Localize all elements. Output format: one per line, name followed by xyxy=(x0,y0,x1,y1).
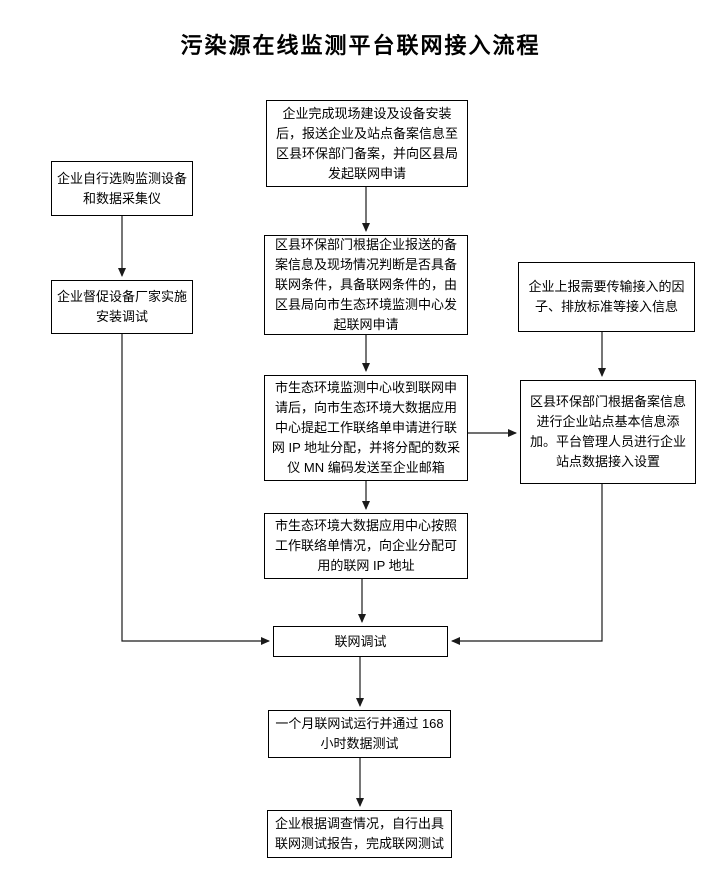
node-network-debug: 联网调试 xyxy=(273,626,448,657)
node-purchase-equipment-label: 企业自行选购监测设备和数据采集仪 xyxy=(57,170,188,206)
node-network-debug-label: 联网调试 xyxy=(334,633,387,649)
node-monitor-center-apply-label: 市生态环境监测中心收到联网申请后，向市生态环境大数据应用中心提起工作联络单申请进… xyxy=(271,380,461,475)
node-bigdata-assign-ip-label: 市生态环境大数据应用中心按照工作联络单情况，向企业分配可用的联网 IP 地址 xyxy=(274,518,457,573)
page-title: 污染源在线监测平台联网接入流程 xyxy=(180,33,541,58)
node-purchase-equipment: 企业自行选购监测设备和数据采集仪 xyxy=(51,161,193,216)
node-bigdata-assign-ip: 市生态环境大数据应用中心按照工作联络单情况，向企业分配可用的联网 IP 地址 xyxy=(264,513,468,579)
node-site-report-label: 企业完成现场建设及设备安装后，报送企业及站点备案信息至区县环保部门备案，并向区县… xyxy=(275,105,458,181)
node-county-judge-label: 区县环保部门根据企业报送的备案信息及现场情况判断是否具备联网条件，具备联网条件的… xyxy=(274,237,457,332)
node-report-factors: 企业上报需要传输接入的因子、排放标准等接入信息 xyxy=(518,262,695,332)
node-county-judge: 区县环保部门根据企业报送的备案信息及现场情况判断是否具备联网条件，具备联网条件的… xyxy=(264,235,468,335)
node-install-debug-vendor-label: 企业督促设备厂家实施安装调试 xyxy=(57,289,188,324)
node-station-setup-label: 区县环保部门根据备案信息进行企业站点基本信息添加。平台管理人员进行企业站点数据接… xyxy=(529,394,686,469)
node-trial-run: 一个月联网试运行并通过 168 小时数据测试 xyxy=(268,710,451,758)
connector-install-debug xyxy=(121,334,270,645)
node-report-factors-label: 企业上报需要传输接入的因子、排放标准等接入信息 xyxy=(528,279,685,314)
node-test-report-label: 企业根据调查情况，自行出具联网测试报告，完成联网测试 xyxy=(274,816,444,851)
node-monitor-center-apply: 市生态环境监测中心收到联网申请后，向市生态环境大数据应用中心提起工作联络单申请进… xyxy=(264,375,468,481)
node-site-report: 企业完成现场建设及设备安装后，报送企业及站点备案信息至区县环保部门备案，并向区县… xyxy=(266,100,468,187)
node-test-report: 企业根据调查情况，自行出具联网测试报告，完成联网测试 xyxy=(267,810,452,858)
connector-station-debug xyxy=(451,484,603,645)
node-station-setup: 区县环保部门根据备案信息进行企业站点基本信息添加。平台管理人员进行企业站点数据接… xyxy=(520,380,696,484)
node-trial-run-label: 一个月联网试运行并通过 168 小时数据测试 xyxy=(275,716,444,751)
node-install-debug-vendor: 企业督促设备厂家实施安装调试 xyxy=(51,280,193,334)
